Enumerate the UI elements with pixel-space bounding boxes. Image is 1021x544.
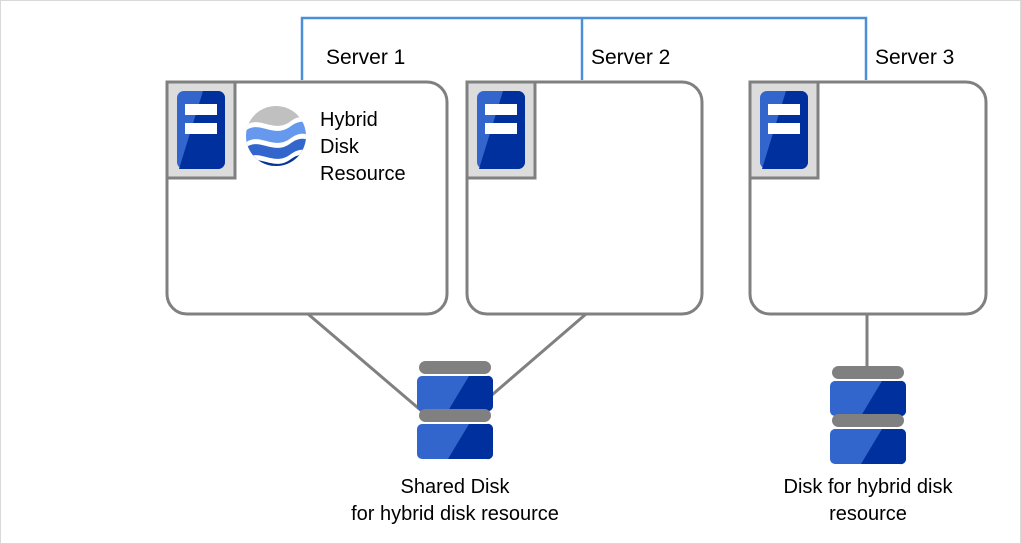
- connector-lines: [307, 312, 869, 415]
- cluster-bracket: [300, 16, 868, 80]
- server-label-1: Server 1: [326, 46, 406, 69]
- server-icon: [465, 80, 537, 180]
- hybrid-disk-resource-icon: [246, 106, 306, 166]
- hybrid-disk-resource-label-line-2: Disk: [320, 136, 359, 158]
- hybrid-disk-resource-label-line-1: Hybrid: [320, 109, 378, 131]
- disk-stack-icon: [417, 361, 494, 460]
- disk-stack-icon: [830, 366, 907, 465]
- server-label-3: Server 3: [875, 46, 955, 69]
- server-label-2: Server 2: [591, 46, 671, 69]
- server-box-1[interactable]: [165, 80, 449, 316]
- shared-disk-caption-line-1: Shared Disk: [400, 476, 510, 498]
- hybrid-disk-caption-line-2: resource: [829, 503, 907, 525]
- hybrid-disk-caption-line-1: Disk for hybrid disk: [783, 476, 953, 498]
- server-icon: [748, 80, 820, 180]
- shared-disk-caption-line-2: for hybrid disk resource: [351, 503, 559, 525]
- server-icon: [165, 80, 237, 180]
- hybrid-disk-resource-label-line-3: Resource: [320, 163, 406, 185]
